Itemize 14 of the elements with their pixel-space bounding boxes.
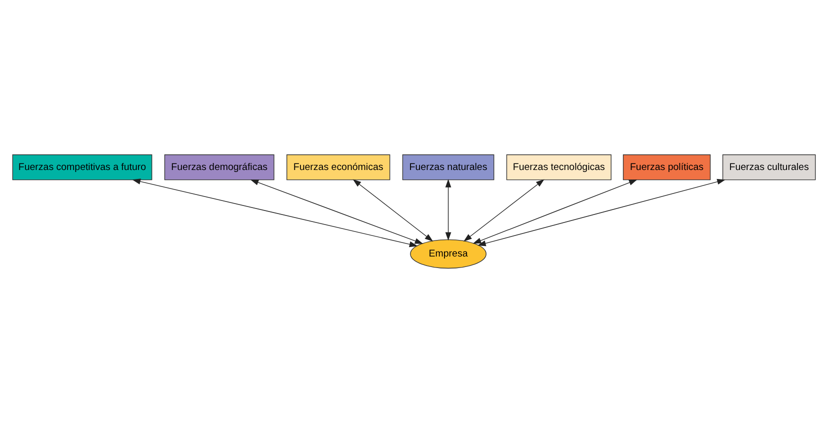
node-box: Fuerzas demográficas xyxy=(164,154,274,180)
node-box: Fuerzas culturales xyxy=(722,154,816,180)
arrow xyxy=(472,179,638,244)
arrow xyxy=(445,178,452,241)
arrow xyxy=(477,178,726,246)
node-box: Fuerzas naturales xyxy=(402,154,494,180)
node-box: Fuerzas competitivas a futuro xyxy=(12,154,152,180)
arrow xyxy=(464,179,544,242)
node-box: Fuerzas políticas xyxy=(622,154,711,180)
node-box: Fuerzas tecnológicas xyxy=(506,154,612,180)
node-box: Fuerzas económicas xyxy=(286,154,390,180)
arrow xyxy=(352,179,434,242)
arrow xyxy=(250,180,424,244)
arrow xyxy=(132,178,418,248)
